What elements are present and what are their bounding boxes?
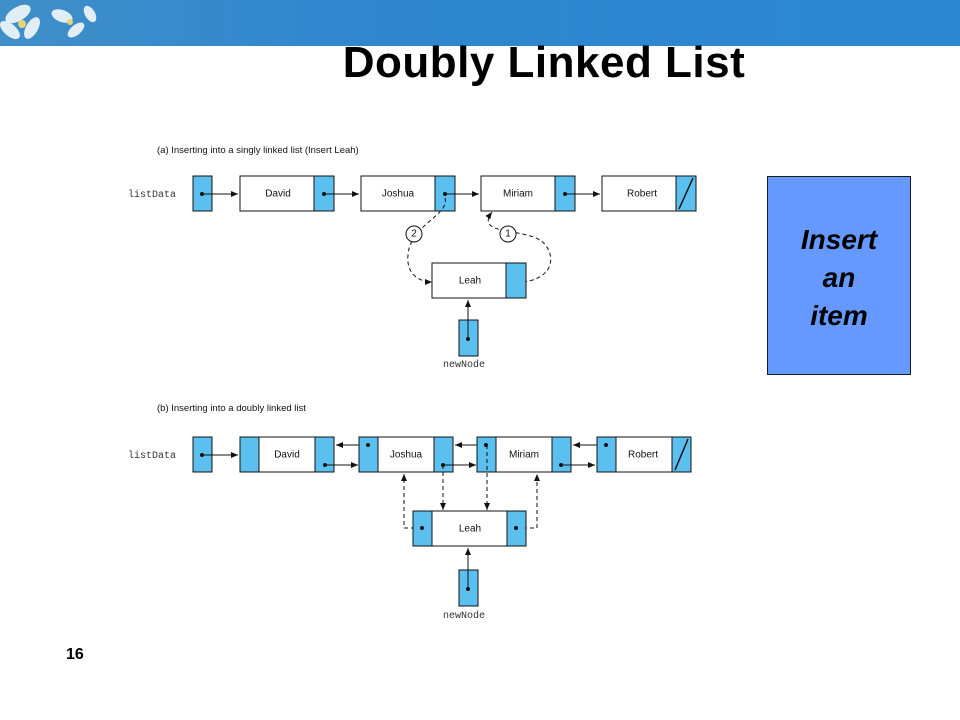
new-node-label-a: newNode	[443, 359, 485, 371]
insert-item-callout: Insert an item	[767, 176, 911, 375]
node-b-david: David	[239, 436, 335, 473]
node-a-joshua: Joshua	[360, 175, 456, 212]
node-b-joshua: Joshua	[358, 436, 454, 473]
caption-doubly: (b) Inserting into a doubly linked list	[157, 403, 306, 414]
svg-text:David: David	[274, 450, 300, 461]
svg-text:Joshua: Joshua	[390, 450, 423, 461]
step-2-badge	[405, 225, 423, 243]
caption-singly: (a) Inserting into a singly linked list …	[157, 145, 359, 156]
svg-text:David: David	[265, 189, 291, 200]
page-number: 16	[66, 646, 84, 663]
flower-decoration-icon	[0, 4, 97, 39]
header-bar	[0, 0, 960, 46]
svg-text:1: 1	[505, 229, 511, 240]
node-a-david: David	[239, 175, 335, 212]
svg-text:Leah: Leah	[459, 524, 481, 535]
node-a-robert: Robert	[601, 175, 697, 212]
svg-text:2: 2	[411, 229, 417, 240]
callout-line-3: item	[810, 300, 868, 331]
svg-text:Robert: Robert	[627, 189, 657, 200]
node-a-leah: Leah	[431, 262, 527, 299]
list-data-label-a: listData	[128, 189, 176, 201]
svg-text:Miriam: Miriam	[509, 450, 539, 461]
node-b-robert: Robert	[596, 436, 692, 473]
slide-title: Doubly Linked List	[342, 38, 746, 87]
callout-line-2: an	[822, 262, 856, 293]
svg-text:Miriam: Miriam	[503, 189, 533, 200]
node-b-leah: Leah	[412, 510, 527, 547]
node-b-miriam: Miriam	[476, 436, 572, 473]
svg-text:Joshua: Joshua	[382, 189, 415, 200]
new-node-label-b: newNode	[443, 610, 485, 622]
list-data-label-b: listData	[128, 450, 176, 462]
callout-line-1: Insert	[800, 224, 878, 255]
svg-text:Robert: Robert	[628, 450, 658, 461]
svg-text:Leah: Leah	[459, 276, 481, 287]
node-a-miriam: Miriam	[480, 175, 576, 212]
step-1-badge	[499, 225, 517, 243]
